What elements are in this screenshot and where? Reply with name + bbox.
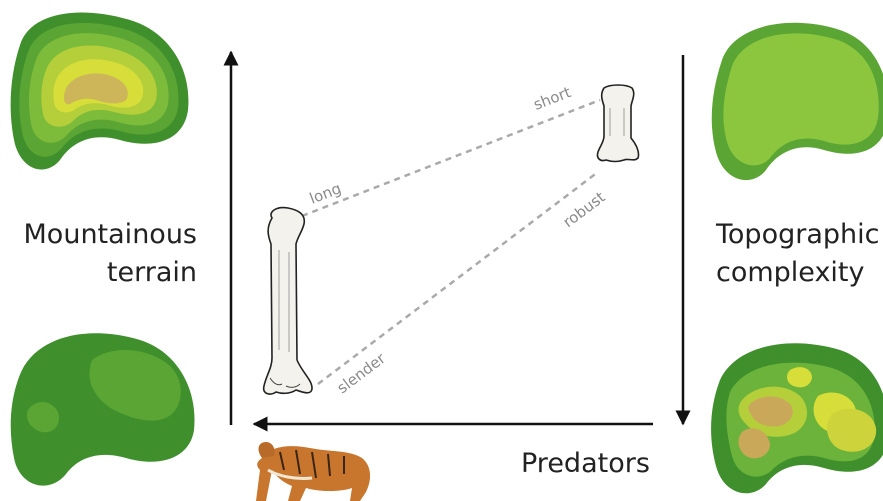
mountainous-terrain-label-line1: Mountainous xyxy=(24,218,197,252)
terrain-map-icon xyxy=(712,23,883,180)
short-bone-icon xyxy=(597,85,638,162)
tiger-icon xyxy=(256,442,370,501)
terrain-map-icon xyxy=(11,12,189,169)
topographic-complexity-label-line1: Topographic xyxy=(716,218,879,252)
bone-label-short: short xyxy=(531,83,574,114)
bone-label-long: long xyxy=(307,179,344,207)
topographic-complexity-label-line2: complexity xyxy=(716,256,865,290)
predators-label: Predators xyxy=(521,447,650,481)
mountainous-terrain-label-line2: terrain xyxy=(107,256,197,290)
connector-slender-robust xyxy=(318,172,598,384)
bone-label-slender: slender xyxy=(334,349,390,397)
terrain-map-icon xyxy=(711,343,883,493)
humerus-bone-icon xyxy=(264,208,312,394)
terrain-map-icon xyxy=(11,333,195,485)
connector-long-short xyxy=(302,100,600,216)
